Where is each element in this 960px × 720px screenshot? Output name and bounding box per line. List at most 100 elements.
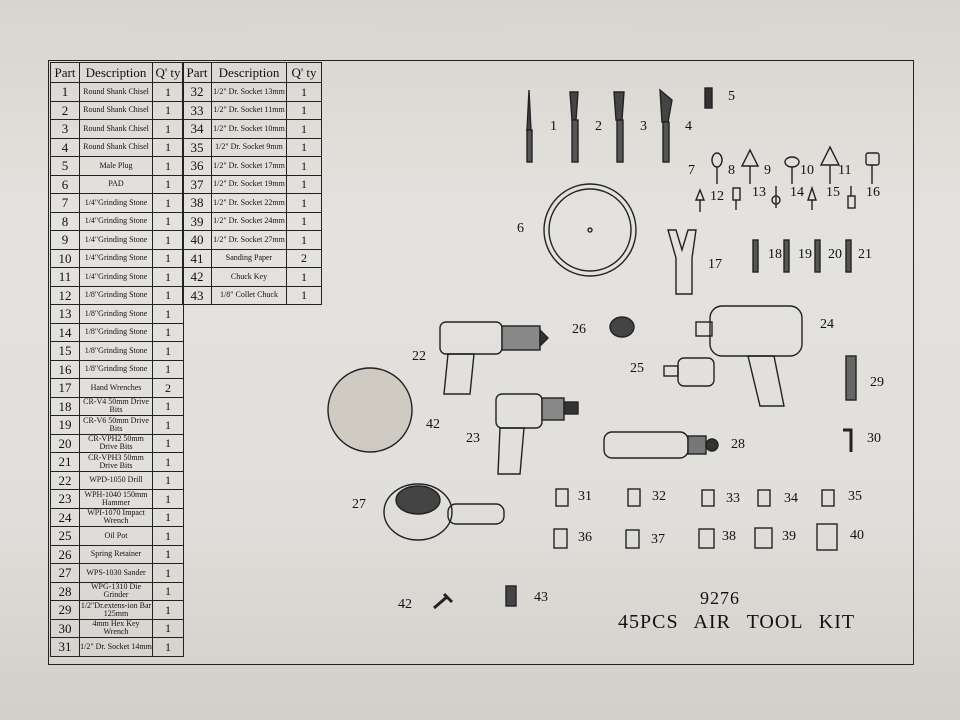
part-number: 15: [50, 341, 80, 361]
callout-label: 29: [870, 375, 884, 390]
sockets-31-40: [553, 488, 838, 551]
callout-label: 16: [866, 185, 880, 200]
part-number: 24: [50, 507, 80, 527]
part-quantity: 1: [152, 600, 184, 620]
grinding-stone-11: [865, 152, 880, 184]
grinding-stone-15: [807, 185, 817, 210]
chisel-2: [569, 91, 579, 163]
part-quantity: 1: [152, 119, 184, 139]
callout-label: 30: [867, 431, 881, 446]
part-quantity: 1: [286, 230, 322, 250]
part-quantity: 1: [286, 193, 322, 213]
part-number: 38: [182, 193, 212, 213]
callout-label: 25: [630, 361, 644, 376]
callout-label: 5: [728, 89, 735, 104]
part-quantity: 1: [286, 285, 322, 305]
callout-label: 42: [398, 597, 412, 612]
grinding-stone-14: [771, 186, 781, 208]
callout-label: 38: [722, 529, 736, 544]
callout-label: 13: [752, 185, 766, 200]
callout-label: 31: [578, 489, 592, 504]
chuck-key-42: [433, 592, 454, 610]
part-quantity: 1: [286, 174, 322, 194]
callout-label: 4: [685, 119, 692, 134]
col-part: Part: [182, 62, 212, 83]
callout-label: 21: [858, 247, 872, 262]
callout-label: 1: [550, 119, 557, 134]
drill-22: [439, 321, 549, 395]
part-quantity: 1: [286, 119, 322, 139]
part-description: 1/2" Dr. Socket 19mm: [211, 174, 287, 194]
callout-label: 27: [352, 497, 366, 512]
callout-label: 8: [728, 163, 735, 178]
chisel-4: [659, 88, 673, 163]
col-description: Description: [211, 62, 287, 83]
part-number: 25: [50, 526, 80, 546]
part-number: 27: [50, 563, 80, 583]
part-number: 6: [50, 174, 80, 194]
drive-bits-18-21: [752, 239, 852, 273]
part-quantity: 1: [286, 137, 322, 157]
callout-label: 9: [764, 163, 771, 178]
callout-label: 20: [828, 247, 842, 262]
spring-retainer-26: [609, 316, 635, 338]
callout-label: 17: [708, 257, 722, 272]
callout-label: 23: [466, 431, 480, 446]
callout-label: 40: [850, 528, 864, 543]
part-description: WPG-1310 Die Grinder: [79, 581, 153, 601]
callout-label: 14: [790, 185, 804, 200]
callout-label: 42: [426, 417, 440, 432]
chisel-1: [526, 89, 533, 163]
sanding-disc: [327, 367, 413, 453]
callout-label: 18: [768, 247, 782, 262]
part-quantity: 1: [152, 193, 184, 213]
air-hammer-23: [495, 393, 579, 475]
hand-wrench-17: [667, 229, 697, 295]
part-quantity: 1: [152, 637, 184, 657]
callout-label: 2: [595, 119, 602, 134]
part-number: 43: [182, 285, 212, 305]
grinding-stone-7: [711, 152, 723, 184]
col-part: Part: [50, 62, 80, 83]
part-number: 12: [50, 285, 80, 305]
part-number: 5: [50, 156, 80, 176]
part-number: 37: [182, 174, 212, 194]
grinding-stone-16: [847, 186, 856, 209]
part-number: 35: [182, 137, 212, 157]
part-number: 23: [50, 489, 80, 509]
callout-label: 34: [784, 491, 798, 506]
grinding-stone-8: [740, 148, 760, 184]
callout-label: 3: [640, 119, 647, 134]
callout-label: 7: [688, 163, 695, 178]
callout-label: 37: [651, 532, 665, 547]
part-description: 1/2" Dr. Socket 17mm: [211, 156, 287, 176]
grinding-stone-9: [784, 156, 800, 184]
part-number: 21: [50, 452, 80, 472]
callout-label: 39: [782, 529, 796, 544]
oil-pot-25: [663, 357, 715, 387]
collet-chuck-43: [505, 585, 517, 607]
hex-key-30: [843, 428, 853, 452]
